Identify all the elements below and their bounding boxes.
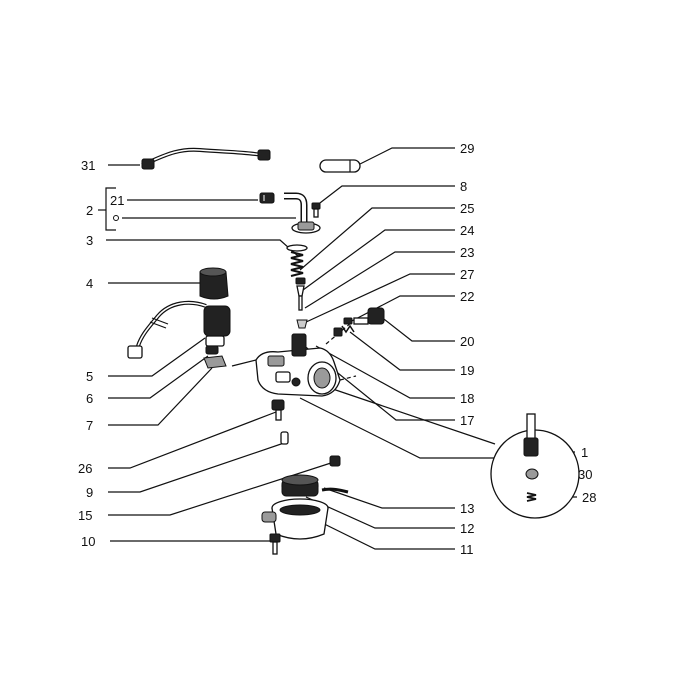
part-21-clip (259, 192, 275, 204)
label-17: 17 (460, 413, 474, 428)
carburetor-body (231, 321, 357, 397)
label-20: 20 (460, 334, 474, 349)
label-6: 6 (86, 391, 93, 406)
label-22: 22 (460, 289, 474, 304)
part-8-screw (311, 202, 321, 218)
label-23: 23 (460, 245, 474, 260)
part-22-small-fitting (343, 317, 353, 325)
label-29: 29 (460, 141, 474, 156)
part-26-drain-screw (271, 399, 285, 421)
label-10: 10 (81, 534, 95, 549)
part-1-needle-jet (523, 413, 539, 457)
label-21: 21 (110, 193, 124, 208)
parts-11-12-13-float-chamber (261, 474, 349, 540)
label-4: 4 (86, 276, 93, 291)
label-15: 15 (78, 508, 92, 523)
label-25: 25 (460, 201, 474, 216)
label-19: 19 (460, 363, 474, 378)
part-4-choke-cap (199, 267, 229, 300)
label-5: 5 (86, 369, 93, 384)
label-7: 7 (86, 418, 93, 433)
label-12: 12 (460, 521, 474, 536)
part-20-sensor-connector (353, 307, 385, 325)
part-30-washer (525, 468, 539, 480)
label-18: 18 (460, 391, 474, 406)
parts-23-24-25-needle-assembly (295, 277, 306, 311)
part-15-plug (329, 455, 341, 467)
label-27: 27 (460, 267, 474, 282)
parts-18-19-idle-screw (333, 324, 355, 337)
label-26: 26 (78, 461, 92, 476)
label-3: 3 (86, 233, 93, 248)
parts-6-7-choke-bracket (203, 345, 227, 369)
label-30: 30 (578, 467, 592, 482)
part-10-screw (269, 533, 281, 555)
label-8: 8 (460, 179, 467, 194)
leader-lines (98, 147, 577, 550)
part-31-fuel-hose (141, 147, 271, 170)
part-5-choke-wire (127, 300, 231, 359)
label-28: 28 (582, 490, 596, 505)
label-9: 9 (86, 485, 93, 500)
part-2-fuel-inlet-fitting (113, 192, 321, 234)
label-31: 31 (81, 158, 95, 173)
part-number-labels: 31 29 21 2 8 25 24 3 23 27 4 22 20 19 5 … (78, 141, 596, 557)
label-1: 1 (581, 445, 588, 460)
part-27-jet (296, 319, 308, 329)
label-2: 2 (86, 203, 93, 218)
part-28-spring (526, 492, 537, 502)
label-13: 13 (460, 501, 474, 516)
part-29-air-filter-tube (319, 159, 361, 173)
label-24: 24 (460, 223, 474, 238)
part-3-throttle-spring (286, 244, 308, 277)
part-9-pin (280, 431, 289, 445)
label-11: 11 (460, 542, 474, 557)
detail-circle (490, 413, 580, 519)
